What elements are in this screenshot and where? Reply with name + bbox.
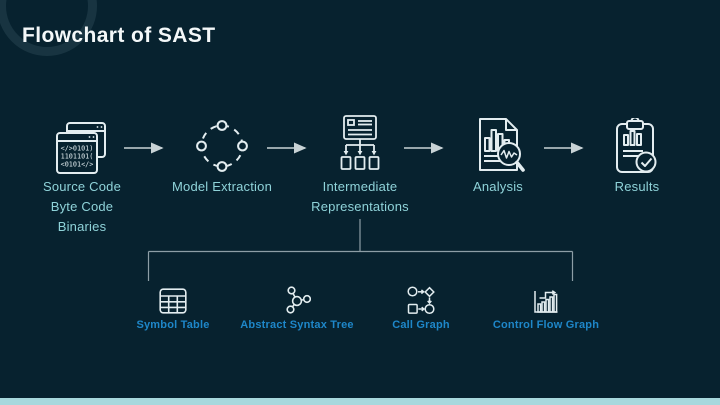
- code-line-2: 1101101(: [61, 153, 94, 161]
- sub-label-call-graph: Call Graph: [392, 319, 450, 331]
- bottom-accent-bar: [0, 398, 720, 405]
- sub-label-abstract-syntax-tree: Abstract Syntax Tree: [240, 319, 354, 331]
- sub-label-symbol-table: Symbol Table: [136, 319, 210, 331]
- table-grid-icon: [159, 288, 187, 314]
- branch-connector: [147, 219, 574, 281]
- clipboard-check-icon: [616, 118, 657, 173]
- code-line-3: <0101</>: [61, 161, 94, 169]
- analysis-magnifier-icon: [479, 118, 525, 172]
- growth-chart-icon: [534, 290, 558, 313]
- step-label-analysis: Analysis: [472, 179, 523, 194]
- source-code-windows-icon: </>0101) 1101101( <0101</>: [56, 122, 106, 174]
- step-label-results: Results: [614, 179, 660, 194]
- step-label-intermediate-representations: Intermediate Representations: [311, 179, 409, 214]
- step-label-source-code: Source Code Byte Code Binaries: [42, 179, 122, 234]
- hierarchy-icon: [340, 115, 380, 170]
- code-line-1: </>0101): [61, 145, 94, 153]
- tree-nodes-icon: [286, 286, 311, 314]
- step-label-model-extraction: Model Extraction: [171, 179, 273, 194]
- page-title: Flowchart of SAST: [22, 24, 216, 47]
- call-graph-icon: [407, 286, 435, 315]
- model-extraction-icon: [196, 120, 248, 172]
- sub-label-control-flow-graph: Control Flow Graph: [492, 319, 600, 331]
